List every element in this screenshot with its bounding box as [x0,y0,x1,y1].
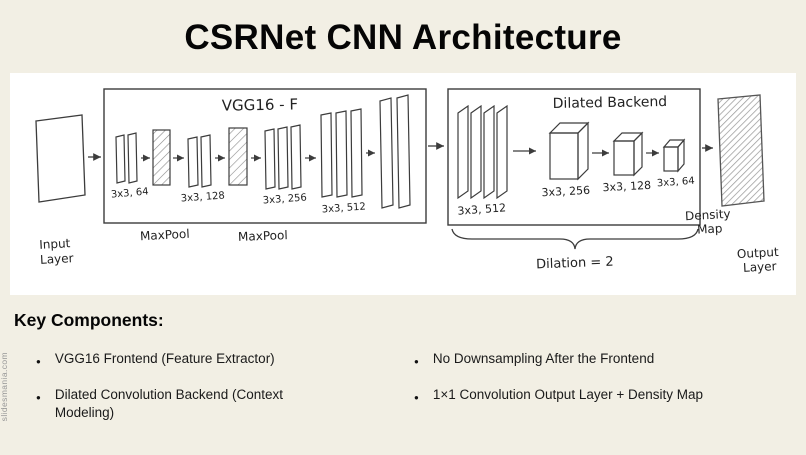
bullet-icon [414,350,419,368]
list-item: No Downsampling After the Frontend [414,350,786,368]
backend-conv128-label: 3x3, 128 [602,179,651,195]
frontend-box [103,88,427,224]
bullet-icon [414,386,419,404]
maxpool1-shape [152,129,171,186]
page-title: CSRNet CNN Architecture [184,18,622,57]
backend-conv128-cuboid [612,131,644,177]
list-item: 1×1 Convolution Output Layer + Density M… [414,386,786,404]
architecture-diagram: Input Layer VGG16 - F 3x3, 64 3x3, 128 [35,88,780,275]
backend-conv256-cuboid [548,121,590,181]
maxpool1-label: MaxPool [140,227,190,244]
conv256-sheets [264,124,302,190]
input-layer-shape [35,114,86,203]
key-components-list: VGG16 Frontend (Feature Extractor) Dilat… [36,350,786,441]
backend-conv512-stack [457,104,508,200]
bullet-text: 1×1 Convolution Output Layer + Density M… [432,387,704,403]
frontend-title: VGG16 - F [222,95,298,114]
conv128-sheets [187,134,212,188]
conv256-label: 3x3, 256 [262,192,307,206]
bullet-text: VGG16 Frontend (Feature Extractor) [54,351,275,366]
backend-conv64-cuboid [662,138,686,173]
backend-conv64-label: 3x3, 64 [657,176,695,190]
output-layer-label-line2: Layer [743,259,777,275]
bullet-icon [36,386,41,404]
list-item: Dilated Convolution Backend (Context Mod… [36,386,414,422]
backend-box [447,88,701,226]
conv128-label: 3x3, 128 [180,190,225,204]
density-map-label-line2: Map [697,221,723,236]
frontend-featuremap-sheets [379,94,411,209]
input-layer-label-line2: Layer [40,251,74,267]
key-components-heading: Key Components: [14,310,164,330]
conv64-sheets [115,132,138,184]
bullet-icon [36,350,41,368]
key-components-right-column: No Downsampling After the Frontend 1×1 C… [414,350,786,441]
conv512-label: 3x3, 512 [321,201,366,215]
bullet-text: Dilated Convolution Backend (Context Mod… [54,387,283,421]
maxpool2-shape [228,127,248,186]
conv512-sheets [320,108,363,198]
conv64-label: 3x3, 64 [111,186,150,200]
dilation-label: Dilation = 2 [536,255,614,273]
list-item: VGG16 Frontend (Feature Extractor) [36,350,414,368]
dilation-brace [451,228,699,250]
output-layer-label-line1: Output [737,245,780,261]
backend-title: Dilated Backend [553,94,668,112]
input-layer-label-line1: Input [39,236,71,252]
watermark: slidesmania.com [0,352,9,422]
density-map-label-line1: Density [685,207,731,223]
maxpool2-label: MaxPool [238,228,288,244]
key-components-left-column: VGG16 Frontend (Feature Extractor) Dilat… [36,350,414,441]
architecture-diagram-panel: Input Layer VGG16 - F 3x3, 64 3x3, 128 [10,73,796,295]
density-map-shape [717,94,765,207]
backend-conv512-label: 3x3, 512 [457,201,506,217]
backend-conv256-label: 3x3, 256 [541,184,590,200]
bullet-text: No Downsampling After the Frontend [432,351,655,366]
